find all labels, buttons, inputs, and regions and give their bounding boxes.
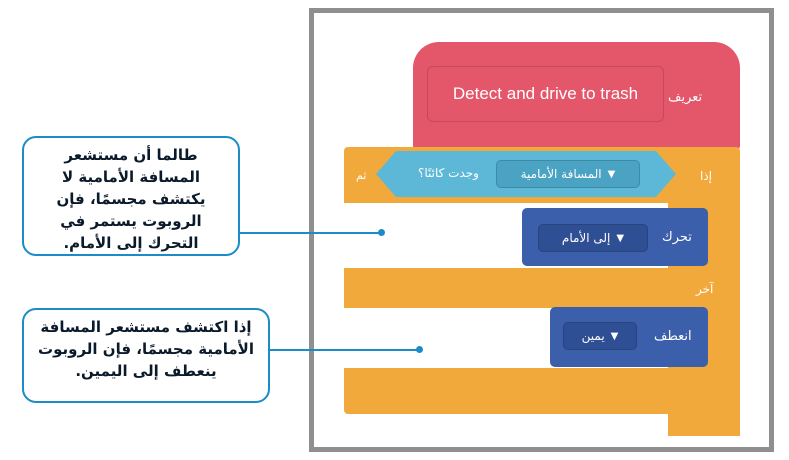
if-label: إذا [700,169,713,183]
sensor-dropdown[interactable]: المسافة الأمامية ▼ [496,160,640,188]
condition-text: وجدت كائنًا؟ [418,166,479,180]
caret-down-icon: ▼ [607,168,616,180]
define-block-name: Detect and drive to trash [452,84,639,103]
sensor-dropdown-value: المسافة الأمامية [520,167,602,181]
move-direction-dropdown[interactable]: إلى الأمام ▼ [538,224,648,252]
turn-direction-value: يمين [581,329,605,343]
move-direction-value: إلى الأمام [561,231,611,245]
then-label: ثم [356,169,367,182]
turn-direction-dropdown[interactable]: يمين ▼ [563,322,637,350]
connector-dot [416,346,423,353]
callout-move-forward: طالما أن مستشعر المسافة الأمامية لا يكتش… [22,136,240,256]
move-block-label: تحرك [662,230,692,245]
define-block-label: تعريف [668,90,703,105]
callout-turn-right: إذا اكتشف مستشعر المسافة الأمامية مجسمًا… [22,308,270,403]
define-name-field[interactable] [427,66,664,122]
else-label: آخر [696,282,714,296]
callout-connector [240,232,380,234]
else-arm [344,268,740,308]
caret-down-icon: ▼ [616,232,625,244]
callout-connector [270,349,420,351]
caret-down-icon: ▼ [610,330,619,342]
connector-dot [378,229,385,236]
turn-block-label: انعطف [654,329,692,344]
if-block-bottom [344,368,740,414]
